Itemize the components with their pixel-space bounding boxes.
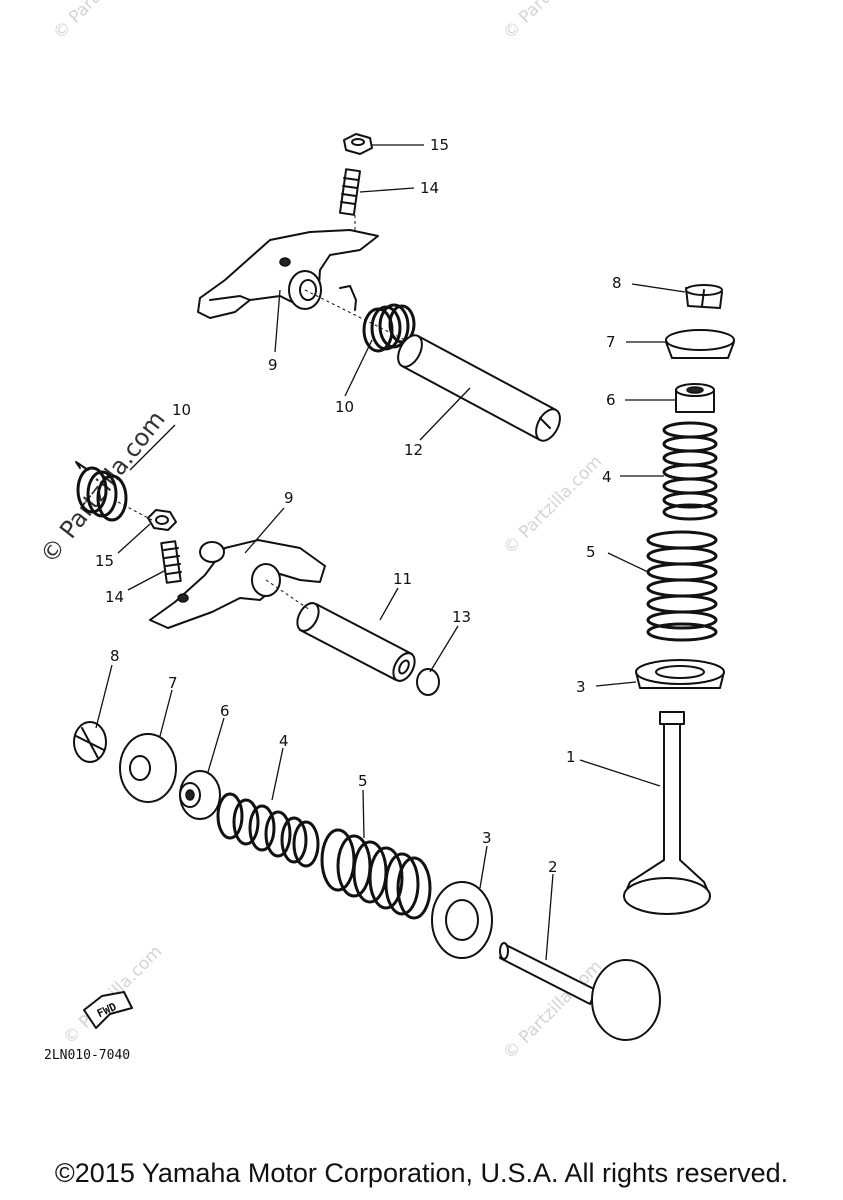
callout-2: 2 <box>548 858 558 876</box>
leader-lines <box>95 144 686 961</box>
left-outer-spring-5 <box>320 828 432 920</box>
left-inner-spring-4 <box>216 792 320 868</box>
left-retainer-7 <box>119 733 177 803</box>
callout-15-lower: 15 <box>95 552 114 570</box>
intake-valve-1 <box>623 711 711 915</box>
callout-8-right: 8 <box>612 274 622 292</box>
callout-11: 11 <box>393 570 412 588</box>
callout-13: 13 <box>452 608 471 626</box>
right-spring-seat-3 <box>635 659 725 689</box>
background-watermarks: © Partzilla.com © Partzilla.com © Partzi… <box>49 0 606 1064</box>
fwd-arrow-icon: FWD <box>83 991 133 1029</box>
callout-8-left: 8 <box>110 647 120 665</box>
partzilla-watermark: © Partzilla.com <box>35 406 171 569</box>
callouts: 15 14 9 10 12 10 9 15 14 11 13 8 7 6 4 5… <box>95 136 622 876</box>
right-outer-spring-5 <box>646 530 718 642</box>
watermark-text: © Partzilla.com <box>49 0 156 44</box>
watermark-text: © Partzilla.com <box>499 0 606 44</box>
upper-adjuster-screw-14 <box>339 168 361 216</box>
o-ring-13 <box>416 668 440 696</box>
callout-7-left: 7 <box>168 674 178 692</box>
copyright-notice: ©2015 Yamaha Motor Corporation, U.S.A. A… <box>54 1158 789 1188</box>
callout-6-left: 6 <box>220 702 230 720</box>
lower-nut-15 <box>147 509 177 531</box>
callout-4-left: 4 <box>279 732 289 750</box>
callout-12: 12 <box>404 441 423 459</box>
callout-6-right: 6 <box>606 391 616 409</box>
left-spring-seat-3 <box>431 881 493 959</box>
callout-10-left: 10 <box>172 401 191 419</box>
callout-3-left: 3 <box>482 829 492 847</box>
callout-14-lower: 14 <box>105 588 124 606</box>
callout-1: 1 <box>566 748 576 766</box>
upper-spring-10 <box>339 285 416 353</box>
diagram-code: 2LN010-7040 <box>44 1048 130 1063</box>
callout-14-upper: 14 <box>420 179 439 197</box>
upper-rocker-arm-9 <box>197 229 379 319</box>
callout-5-right: 5 <box>586 543 596 561</box>
right-seal-6 <box>675 383 715 413</box>
right-retainer-7 <box>665 329 735 359</box>
callout-3-right: 3 <box>576 678 586 696</box>
exhaust-valve-2 <box>499 942 661 1041</box>
callout-10-upper: 10 <box>335 398 354 416</box>
left-collet-8 <box>73 721 107 763</box>
callout-15-upper: 15 <box>430 136 449 154</box>
lower-adjuster-screw-14 <box>160 540 182 584</box>
callout-9-upper: 9 <box>268 356 278 374</box>
right-inner-spring-4 <box>662 421 718 521</box>
upper-rocker-shaft-12 <box>397 334 561 442</box>
callout-9-lower: 9 <box>284 489 294 507</box>
lower-rocker-shaft-11 <box>296 602 416 682</box>
left-seal-6 <box>179 770 221 820</box>
lower-spring-10 <box>75 461 128 522</box>
callout-4-right: 4 <box>602 468 612 486</box>
callout-7-right: 7 <box>606 333 616 351</box>
right-collet-8 <box>685 284 723 309</box>
callout-5-left: 5 <box>358 772 368 790</box>
upper-nut-15 <box>343 133 373 155</box>
